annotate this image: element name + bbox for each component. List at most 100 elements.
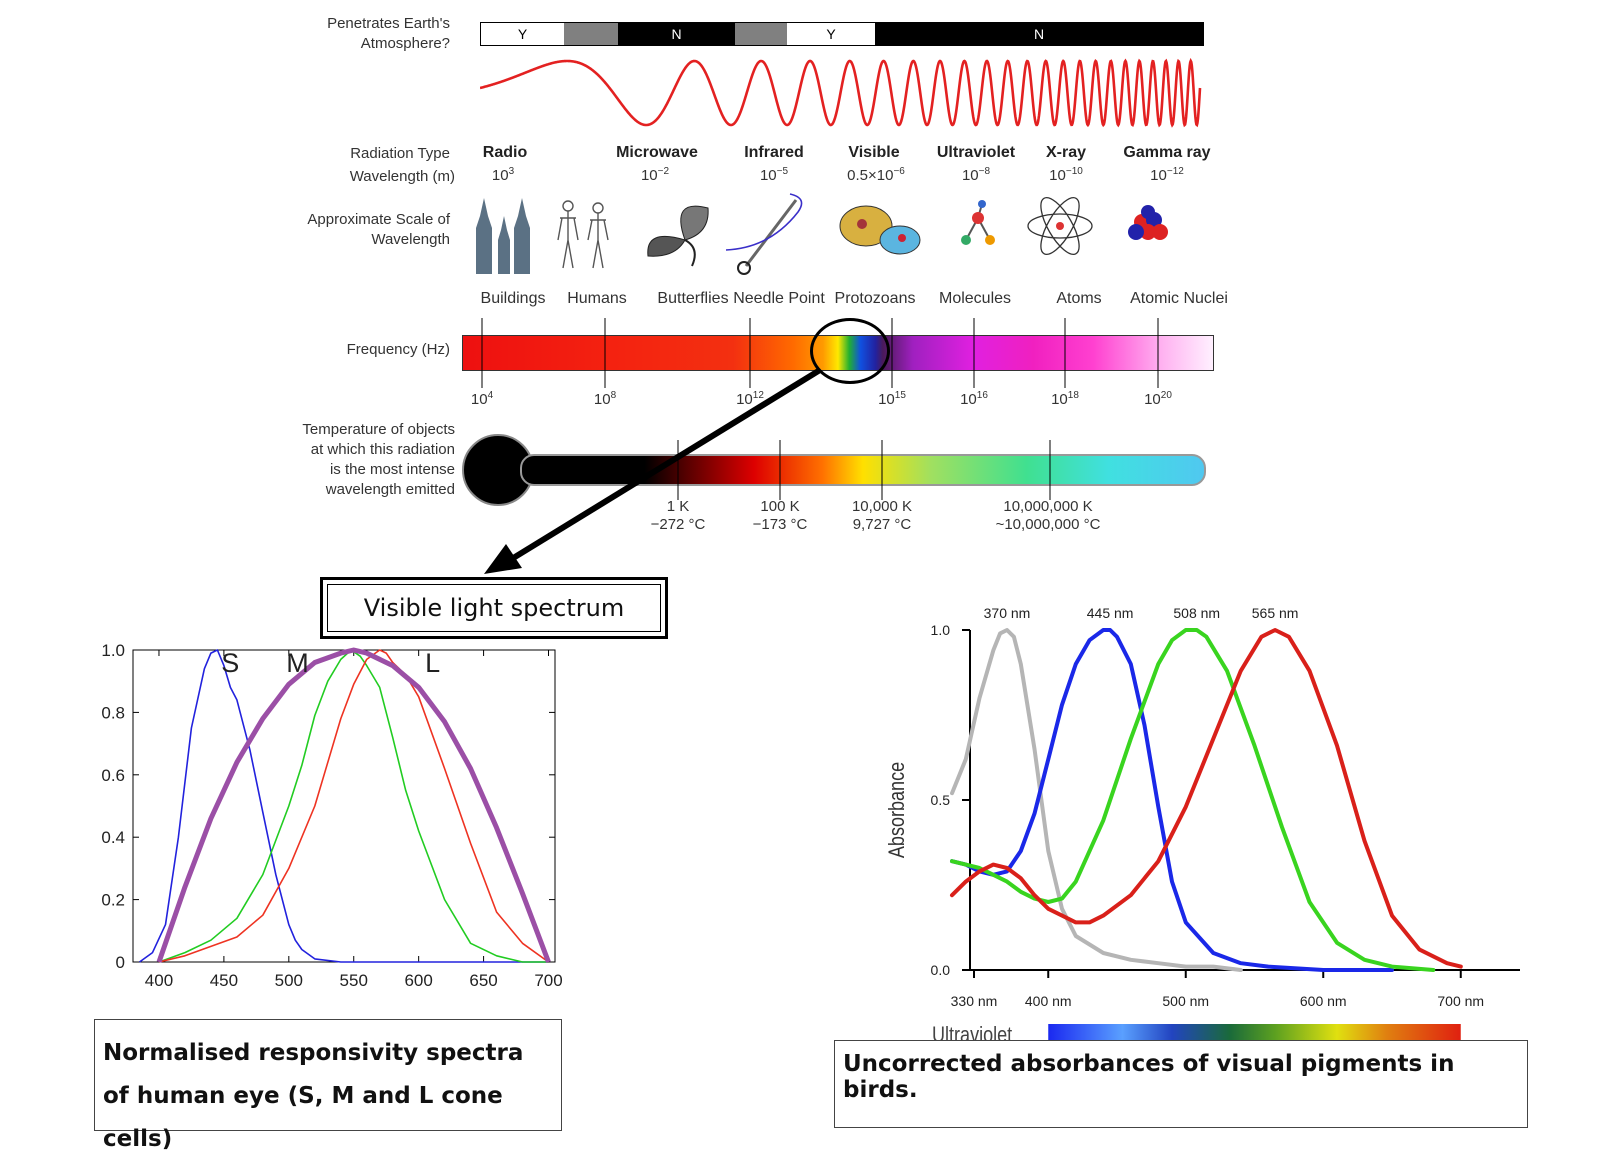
y-tick-label: 0 (116, 953, 125, 972)
plot-frame (132, 649, 556, 963)
frequency-ticks (481, 318, 1159, 388)
x-tick-label: 500 (275, 971, 303, 990)
buildings-icon (476, 198, 530, 274)
freq-tick-1e8: 108 (593, 390, 617, 408)
visible-light-callout-text: Visible light spectrum (363, 594, 625, 622)
series-line-envelope (156, 647, 551, 963)
y-tick-label: 0.0 (931, 962, 951, 978)
radiation-radio: Radio (482, 144, 528, 161)
y-tick-label: 0.5 (931, 792, 951, 808)
visible-highlight-circle (810, 318, 890, 384)
series-line-508-nm (950, 628, 1436, 972)
peak-label: 565 nm (1252, 605, 1299, 621)
peak-label: 508 nm (1173, 605, 1220, 621)
callout-arrow (484, 367, 822, 574)
scale-butterflies: Butterflies (657, 290, 729, 307)
wavelength-infrared: 10−5 (759, 166, 789, 184)
atmosphere-segment-n2: N (875, 23, 1203, 45)
temp-tick-100k: 100 K−173 °C (752, 498, 808, 533)
x-tick-label: 550 (340, 971, 368, 990)
atmosphere-segment-partial (735, 23, 787, 45)
series-line-M (158, 649, 549, 963)
atmosphere-segment-partial (564, 23, 618, 45)
freq-tick-1e16: 1016 (960, 390, 988, 408)
wavelength-gamma: 10−12 (1150, 166, 1184, 184)
molecules-icon (961, 200, 995, 245)
temp-tick-1k: 1 K−272 °C (650, 498, 706, 533)
x-tick-label: 450 (210, 971, 238, 990)
human-caption-box: Normalised responsivity spectra of human… (94, 1019, 562, 1152)
radiation-gamma: Gamma ray (1123, 144, 1211, 161)
scale-protozoans: Protozoans (834, 290, 916, 307)
y-axis-label: Absorbance (885, 762, 909, 858)
nucleus-icon (1128, 205, 1168, 240)
radiation-visible: Visible (848, 144, 900, 161)
bird-caption-box: Uncorrected absorbances of visual pigmen… (834, 1040, 1528, 1128)
series-line-370-nm (950, 628, 1243, 972)
needle-icon (725, 193, 803, 275)
frequency-label: Frequency (Hz) (346, 341, 450, 358)
wavelength-xray: 10−10 (1049, 166, 1083, 184)
series-label-M: M (286, 648, 309, 678)
bird-pigment-chart: 0.0 0.5 1.0 330 nm 400 nm 500 nm 600 nm 700 nm A… (885, 605, 1520, 1042)
peak-label: 370 nm (984, 605, 1031, 621)
series-label-S: S (221, 648, 239, 678)
x-tick-label: 400 (145, 971, 173, 990)
atoms-icon (1027, 196, 1093, 256)
scale-buildings: Buildings (480, 290, 546, 307)
radiation-xray: X-ray (1045, 144, 1087, 161)
x-tick-label: 330 nm (951, 993, 998, 1009)
x-tick-label: 700 (534, 971, 562, 990)
series-line-S (139, 649, 549, 963)
x-tick-label: 650 (469, 971, 497, 990)
series-line-445-nm (950, 628, 1394, 972)
series-label-L: L (425, 648, 440, 678)
ultraviolet-label: Ultraviolet (932, 1023, 1013, 1042)
freq-tick-1e20: 1020 (1144, 390, 1172, 408)
y-tick-label: 0.8 (101, 703, 125, 722)
y-tick-label: 0.6 (101, 766, 125, 785)
atmosphere-segment-y2: Y (787, 23, 875, 45)
spectrum-strip (1048, 1024, 1461, 1042)
freq-tick-1e12: 1012 (736, 390, 764, 408)
y-tick-label: 0.4 (101, 828, 125, 847)
freq-tick-1e15: 1015 (878, 390, 906, 408)
human-caption-text: Normalised responsivity spectra of human… (103, 1040, 524, 1152)
x-tick-label: 600 nm (1300, 993, 1347, 1009)
series-line-L (158, 649, 549, 963)
radiation-type-label: Radiation Type (350, 145, 450, 162)
scale-icons (476, 193, 1168, 275)
protozoans-icon (839, 205, 921, 255)
bird-caption-text: Uncorrected absorbances of visual pigmen… (843, 1051, 1455, 1103)
y-tick-label: 1.0 (931, 622, 951, 638)
radiation-ultraviolet: Ultraviolet (936, 144, 1016, 161)
x-tick-label: 600 (404, 971, 432, 990)
atmosphere-segment-n1: N (618, 23, 735, 45)
y-tick-label: 0.2 (101, 891, 125, 910)
temperature-ticks (677, 440, 1051, 500)
temp-tick-10000000k: 10,000,000 K~10,000,000 °C (995, 498, 1101, 533)
wavelength-microwave: 10−2 (640, 166, 670, 184)
wavelength-wave (480, 57, 1202, 128)
humans-icon (557, 200, 609, 269)
x-tick-label: 700 nm (1437, 993, 1484, 1009)
freq-tick-1e18: 1018 (1051, 390, 1079, 408)
scale-label: Approximate Scale of Wavelength (307, 211, 450, 248)
x-tick-label: 500 nm (1162, 993, 1209, 1009)
freq-tick-1e4: 104 (470, 390, 494, 408)
scale-atoms: Atoms (1056, 290, 1102, 307)
series-line-565-nm (950, 628, 1463, 969)
temperature-label: Temperature of objects at which this rad… (302, 421, 455, 498)
butterflies-icon (647, 205, 709, 267)
human-cone-chart: 0 0.2 0.4 0.6 0.8 1.0 400 450 500 550 600 650 700 S M L (101, 641, 562, 990)
atmosphere-label: Penetrates Earth's Atmosphere? (327, 15, 450, 52)
scale-needle: Needle Point (733, 290, 825, 307)
atmosphere-bar: Y N Y N (480, 22, 1204, 46)
atmosphere-segment-y1: Y (481, 23, 564, 45)
wavelength-visible: 0.5×10−6 (847, 166, 905, 184)
radiation-infrared: Infrared (744, 144, 804, 161)
x-tick-label: 400 nm (1025, 993, 1072, 1009)
y-tick-label: 1.0 (101, 641, 125, 660)
visible-light-callout: Visible light spectrum (320, 577, 668, 639)
